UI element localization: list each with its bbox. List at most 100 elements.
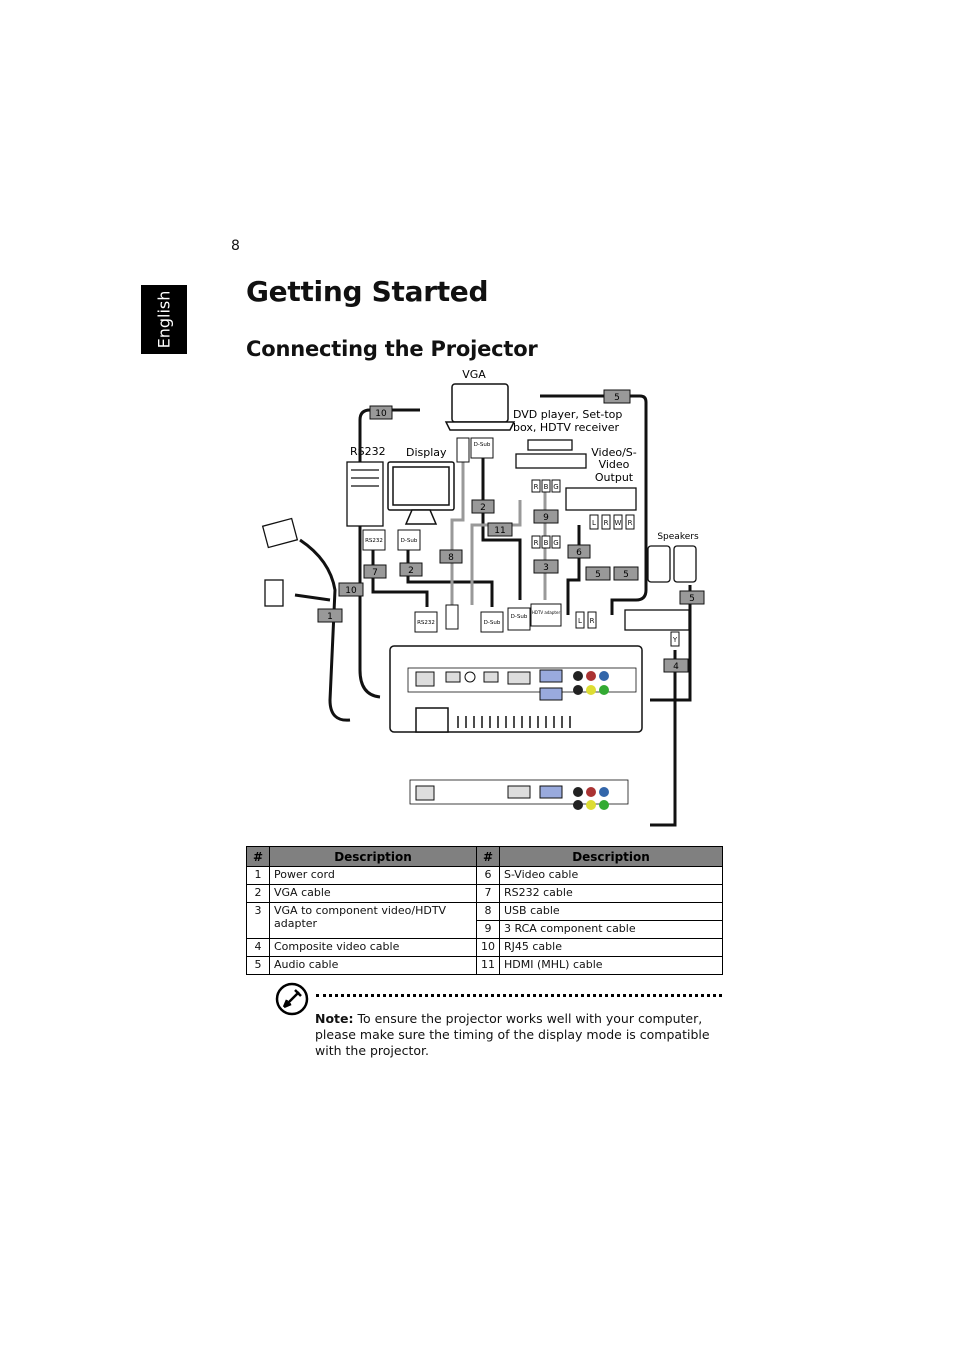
plug-w-video: W [615,519,622,527]
table-row: 1 Power cord 6 S-Video cable [246,866,723,885]
callout-5-speakers: 5 [689,594,695,604]
callout-8: 8 [448,553,454,563]
video-label-line2: Video [599,458,630,471]
plug-b-bottom: B [544,539,549,547]
wall-outlet-icon [261,517,299,607]
port-rs232-label: RS232 [365,538,383,544]
table-cell-num: 4 [246,938,270,957]
note-label: Note: [315,1011,354,1026]
audio-cable-top [540,394,648,615]
table-cell-desc: VGA to component video/HDTV adapter [269,902,477,939]
language-tab-label: English [154,290,174,349]
callout-3: 3 [543,563,549,573]
dvd-label-line2: box, HDTV receiver [513,421,620,434]
connection-diagram: VGA DVD player, Set-top box, HDTV receiv… [261,368,705,827]
table-row: 5 Audio cable 11 HDMI (MHL) cable [246,956,723,975]
callout-2-display: 2 [408,566,414,576]
computer-tower-icon [346,461,384,527]
table-cell-desc: Audio cable [269,956,477,975]
projector-alt-panel [409,779,629,810]
table-cell-desc: 3 RCA component cable [499,920,723,939]
callout-4: 4 [673,662,679,672]
table-cell-desc: HDMI (MHL) cable [499,956,723,975]
plug-r-video: R [604,519,609,527]
speakers-label: Speakers [657,532,699,542]
table-header-num: # [476,846,500,867]
table-cell-num: 5 [246,956,270,975]
plug-r2-video: R [628,519,633,527]
page-title: Getting Started [246,275,489,308]
hdmi-cable [470,500,522,605]
port-dsub-label: D-Sub [401,538,418,544]
plug-b-top: B [544,483,549,491]
table-cell-num: 11 [476,956,500,975]
plug-r-projector: R [590,617,595,625]
dvd-player-icon [515,439,637,511]
plug-g-top: G [553,483,558,491]
plug-l-projector: L [578,617,582,625]
rj45-cable-left [299,538,351,722]
rs232-label: RS232 [350,445,386,458]
note-icon [275,982,309,1016]
plug-l-video: L [592,519,596,527]
port-rs232-projector-label: RS232 [417,620,435,626]
vga-label: VGA [462,368,486,381]
table-cell-desc: Power cord [269,866,477,885]
video-label-line1: Video/S- [591,446,637,459]
table-cell-num: 1 [246,866,270,885]
dvd-label-line1: DVD player, Set-top [513,408,622,421]
table-cell-desc: USB cable [499,902,723,921]
table-header-description: Description [269,846,477,867]
table-row: 2 VGA cable 7 RS232 cable [246,884,723,903]
table-cell-desc: VGA cable [269,884,477,903]
callout-10-left: 10 [345,586,357,596]
section-title: Connecting the Projector [246,337,538,361]
vcr-icon [624,609,690,631]
table-cell-num: 9 [476,920,500,939]
table-cell-desc: Composite video cable [269,938,477,957]
port-hdtv-adapter-label: HDTV adapter [532,610,561,615]
plug-r-bottom: R [534,539,539,547]
language-tab: English [141,285,187,354]
callout-5-left: 5 [595,570,601,580]
note-divider [316,994,722,997]
composite-cable [650,650,677,827]
display-label: Display [406,446,447,459]
plug-y-composite: Y [672,636,678,644]
table-cell-num: 2 [246,884,270,903]
table-cell-num: 6 [476,866,500,885]
table-header-description: Description [499,846,723,867]
table-row: 3 VGA to component video/HDTV adapter 8 … [246,902,723,939]
table-row: 4 Composite video cable 10 RJ45 cable [246,938,723,957]
table-cell-num: 8 [476,902,500,921]
callout-7: 7 [372,568,378,578]
table-cell-desc: RJ45 cable [499,938,723,957]
svideo-cable [566,525,581,615]
table-cell-num: 7 [476,884,500,903]
audio-cable-speakers [650,585,692,702]
table-cell-num: 10 [476,938,500,957]
table-cell-desc: RS232 cable [499,884,723,903]
cable-description-table: # Description # Description 1 Power cord… [246,846,723,975]
table-header-row: # Description # Description [246,846,723,867]
port-dsub-laptop-label: D-Sub [474,442,491,448]
callout-5-top: 5 [614,393,620,403]
port-dsub-hdtv-label: D-Sub [511,614,528,620]
plug-r-top: R [534,483,539,491]
vga-cable-laptop [481,458,522,600]
callout-11: 11 [494,526,505,536]
table-header-num: # [246,846,270,867]
page-number: 8 [231,238,240,254]
plug-g-bottom: G [553,539,558,547]
projector-back-panel [389,645,643,733]
callout-6: 6 [576,548,582,558]
table-cell-desc: S-Video cable [499,866,723,885]
callout-1: 1 [327,612,333,622]
video-label-line3: Output [595,471,634,484]
callout-9: 9 [543,513,549,523]
note-body: To ensure the projector works well with … [315,1011,710,1058]
port-dsub-projector-label: D-Sub [484,620,501,626]
speakers-icon [647,545,697,583]
callout-10-top: 10 [375,409,387,419]
callout-5-right: 5 [623,570,629,580]
